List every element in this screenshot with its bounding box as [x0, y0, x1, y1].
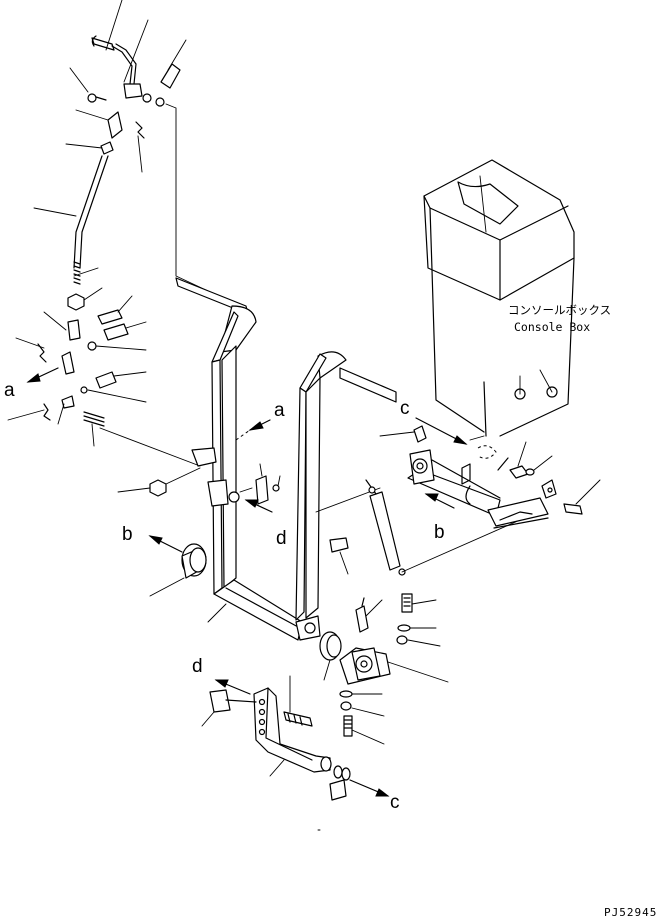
nut-mid [149, 479, 167, 497]
second-lever-frame [295, 351, 397, 641]
callout-letter-b-right: b [434, 522, 445, 543]
nut [67, 293, 85, 311]
console-box: コンソールボックス Console Box [423, 159, 611, 437]
callout-a-center: a [235, 400, 285, 441]
callout-letter-c-lower: c [390, 792, 400, 813]
drawing-code: PJ52945 [604, 906, 657, 919]
callout-letter-c-upper: c [400, 398, 410, 419]
callout-letter-d-lower: d [192, 656, 203, 677]
callout-letter-a-center: a [274, 400, 285, 421]
joint-block [7, 311, 105, 447]
callout-letter-b-left: b [122, 524, 133, 545]
gas-spring [365, 479, 521, 576]
pedal: d [192, 656, 332, 777]
pillow-block-upper [409, 449, 435, 485]
callout-c-lower: c [317, 765, 400, 831]
bushing-b: b [122, 524, 207, 597]
shift-rod [33, 155, 109, 285]
bushing-lower [319, 631, 342, 681]
callout-letter-a-left: a [4, 380, 15, 401]
pin-d: d [244, 463, 287, 549]
bolt-center [329, 537, 349, 553]
knob-assembly [87, 35, 181, 155]
leaders-top [65, 0, 187, 173]
pillow-block-lower [339, 593, 449, 745]
callout-b-right: b [424, 493, 455, 543]
callout-letter-d-upper: d [276, 528, 287, 549]
main-lever-frame [165, 277, 303, 641]
bolts-left [80, 295, 147, 403]
console-box-label-en: Console Box [514, 320, 590, 334]
callout-a-left: a [4, 367, 59, 401]
grease-fitting-upper: c [379, 398, 468, 445]
console-box-label-jp: コンソールボックス [508, 303, 611, 317]
right-hardware [499, 441, 601, 521]
